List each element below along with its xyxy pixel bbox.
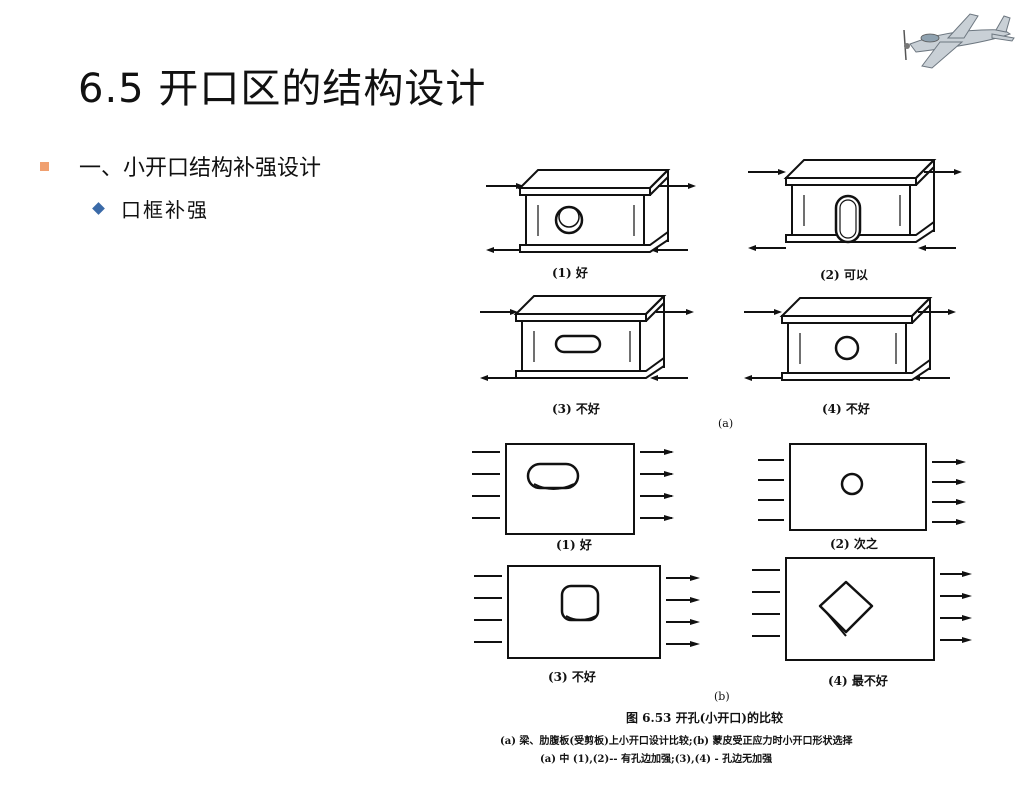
bullet-level2-text: 口框补强 — [121, 198, 209, 222]
tag-a: (a) — [718, 417, 734, 430]
box-beam-a1 — [485, 169, 697, 254]
skin-panel-b1 — [472, 443, 674, 535]
box-beam-a4 — [743, 297, 957, 382]
caption-b2: (2) 次之 — [830, 537, 878, 551]
slide-title: 6.5 开口区的结构设计 — [78, 66, 487, 112]
airplane-icon — [903, 13, 1015, 69]
box-beam-a3 — [479, 295, 695, 382]
bullet-level2: 口框补强 — [92, 194, 209, 223]
caption-b4: (4) 最不好 — [828, 674, 888, 688]
tag-b: (b) — [714, 690, 730, 703]
caption-b3: (3) 不好 — [548, 670, 596, 684]
bullet-level1: 一、小开口结构补强设计 — [40, 150, 321, 182]
skin-panel-b2 — [758, 443, 966, 531]
diamond-bullet-icon — [92, 202, 105, 215]
skin-panel-b3 — [474, 565, 700, 659]
caption-a4: (4) 不好 — [822, 402, 870, 416]
square-bullet-icon — [40, 161, 49, 171]
bullet-level1-text: 一、小开口结构补强设计 — [79, 156, 322, 181]
box-beam-a2 — [747, 159, 963, 252]
skin-panel-b4 — [752, 557, 972, 661]
caption-b1: (1) 好 — [556, 538, 592, 552]
figure-caption-line1: (a) 梁、肋腹板(受剪板)上小开口设计比较;(b) 蒙皮受正应力时小开口形状选… — [500, 736, 853, 747]
caption-a3: (3) 不好 — [552, 402, 600, 416]
figure-caption-title: 图 6.53 开孔(小开口)的比较 — [626, 711, 783, 725]
figure-caption-line2: (a) 中 (1),(2)-- 有孔边加强;(3),(4) - 孔边无加强 — [540, 754, 773, 765]
caption-a1: (1) 好 — [552, 266, 588, 280]
caption-a2: (2) 可以 — [820, 268, 868, 282]
